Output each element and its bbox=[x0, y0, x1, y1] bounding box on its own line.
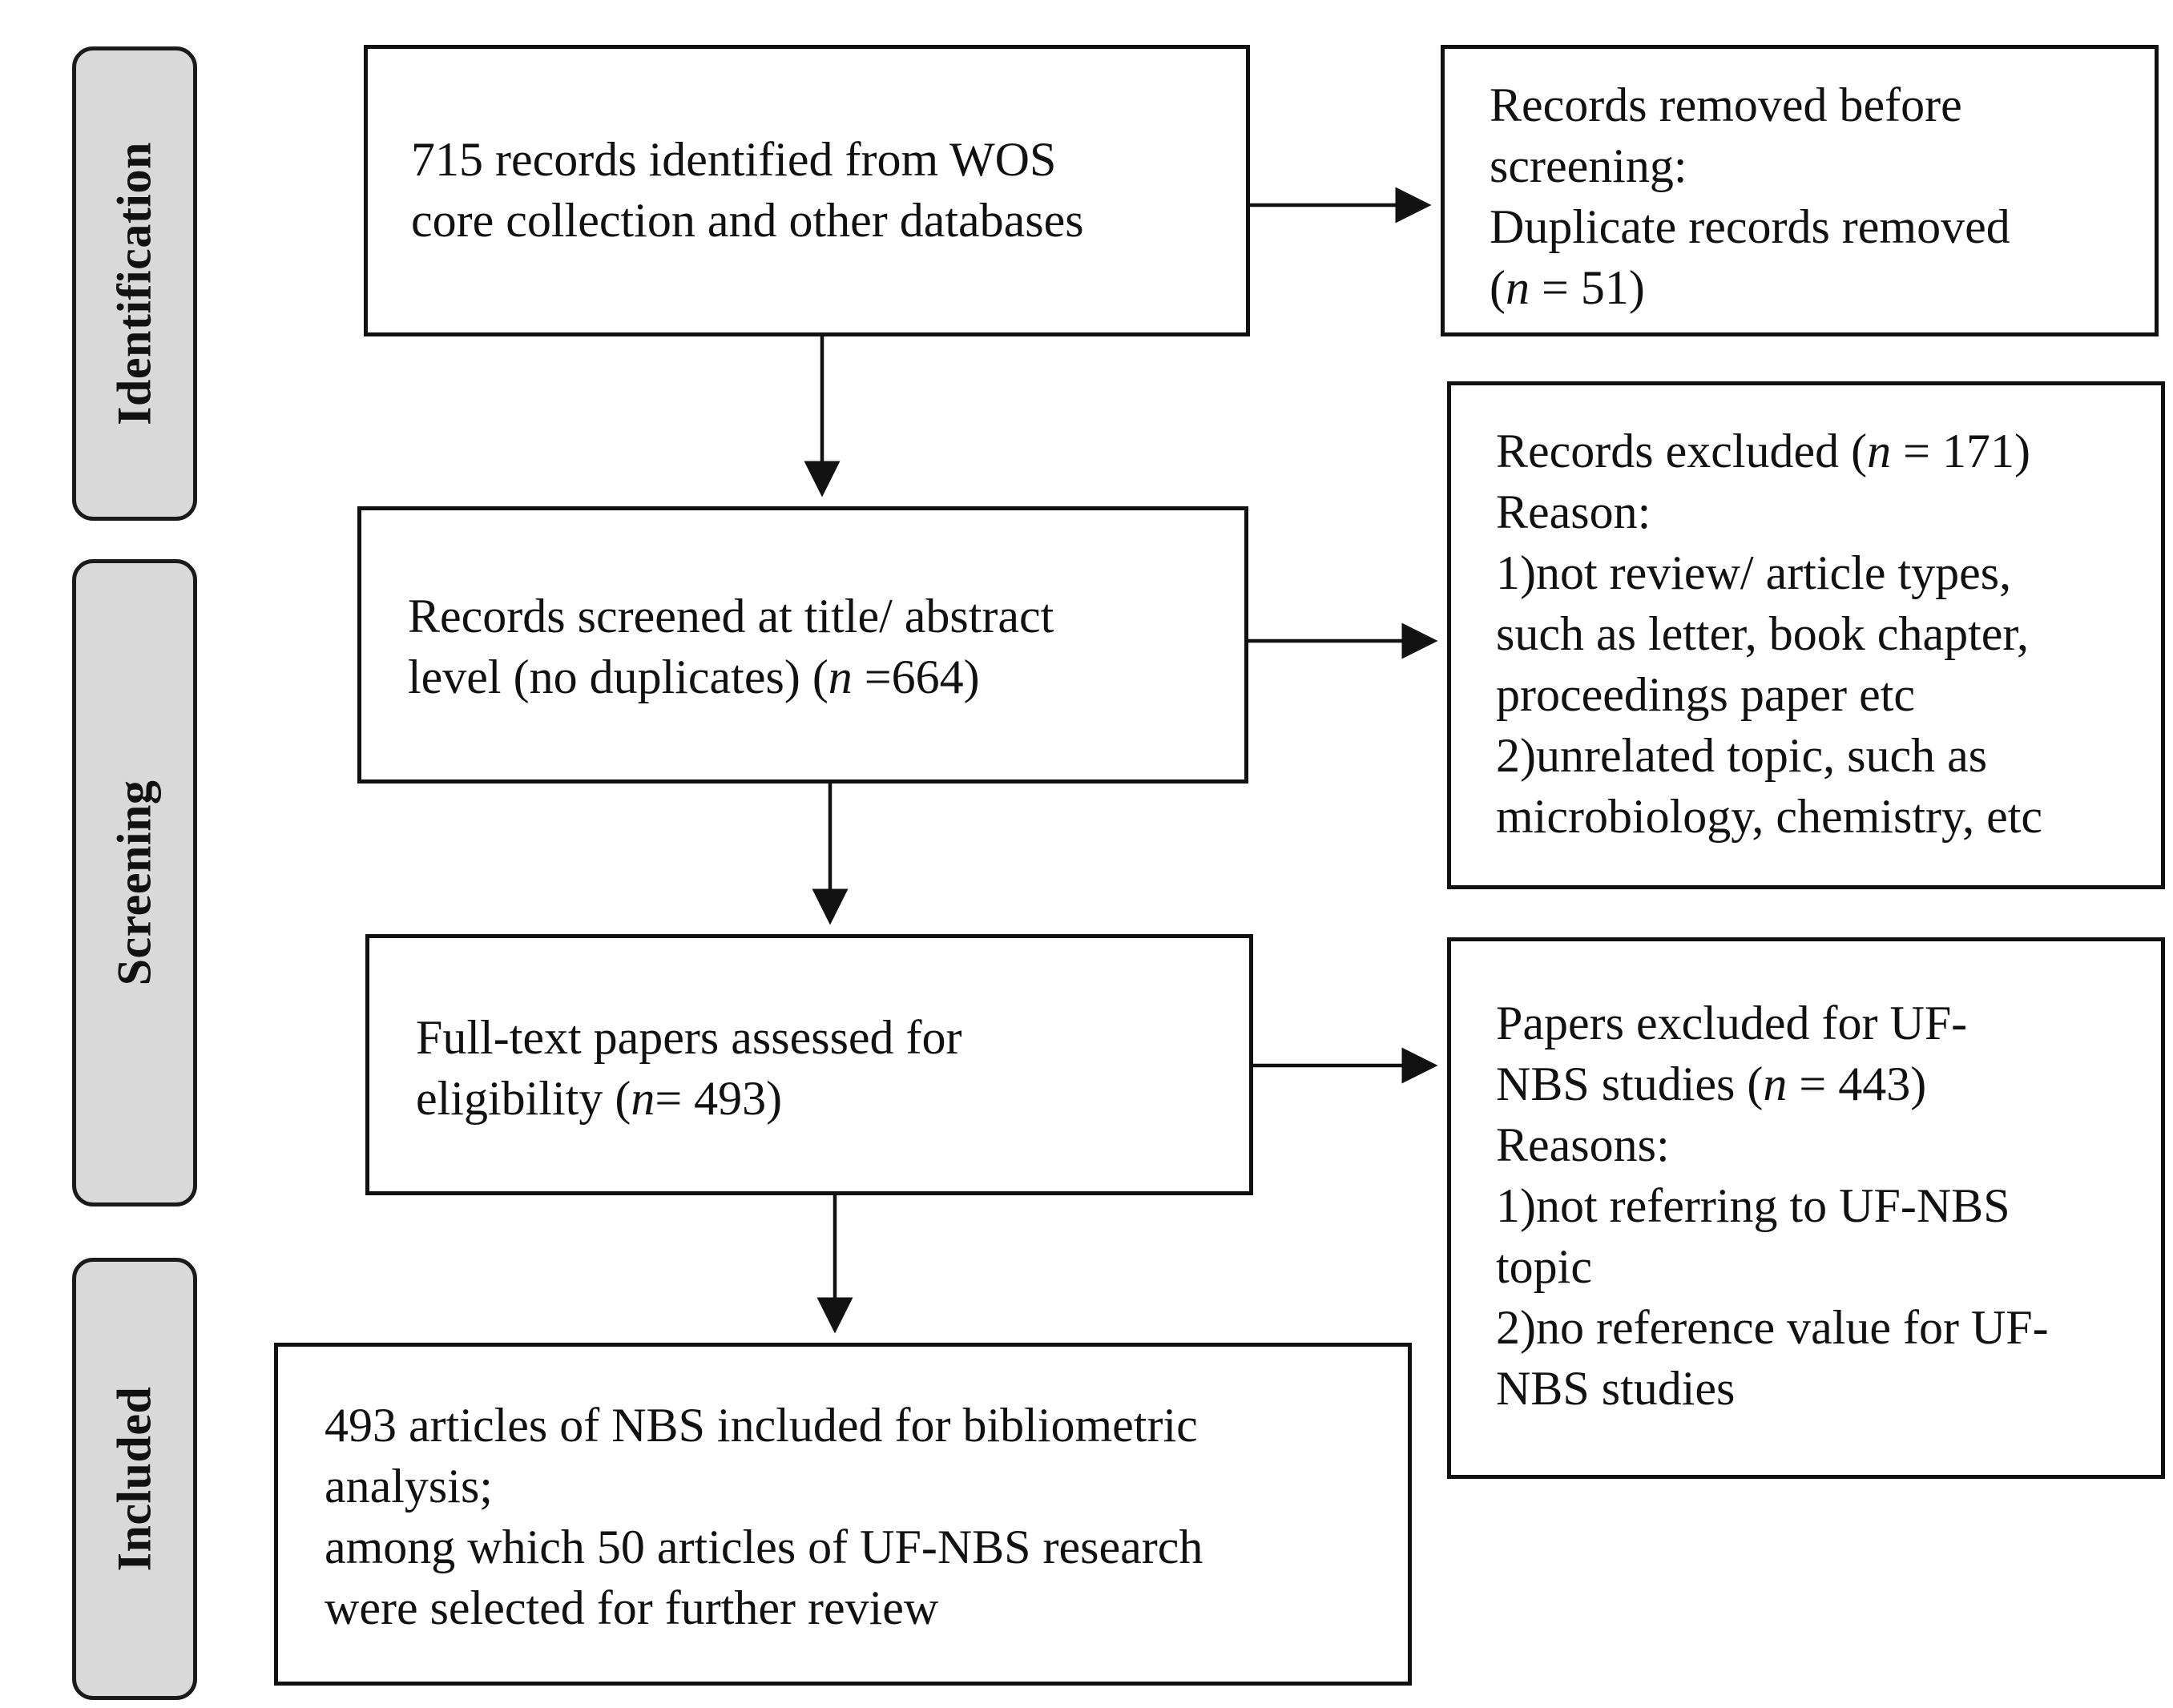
records-excluded-n-symbol: n bbox=[1867, 425, 1892, 477]
records-excluded-line5: proceedings paper etc bbox=[1496, 668, 1916, 721]
records-removed-line4: (n = 51) bbox=[1490, 257, 2010, 318]
articles-included-line2: analysis; bbox=[325, 1460, 493, 1513]
papers-excluded-line4: 1)not referring to UF-NBS bbox=[1496, 1179, 2010, 1232]
papers-excluded-line1: Papers excluded for UF- bbox=[1496, 997, 1968, 1049]
papers-excluded-line5: topic bbox=[1496, 1240, 1592, 1293]
records-removed-box: Records removed before screening: Duplic… bbox=[1441, 45, 2159, 336]
fulltext-assessed-text-a: eligibility ( bbox=[416, 1072, 631, 1125]
fulltext-assessed-count: = 493) bbox=[655, 1072, 783, 1125]
papers-excluded-text-a: NBS studies ( bbox=[1496, 1057, 1764, 1110]
records-identified-line2: core collection and other databases bbox=[411, 194, 1084, 247]
articles-included-box: 493 articles of NBS included for bibliom… bbox=[274, 1343, 1412, 1686]
records-excluded-count: = 171) bbox=[1891, 425, 2030, 477]
records-excluded-line3: 1)not review/ article types, bbox=[1496, 546, 2012, 599]
fulltext-assessed-line1: Full-text papers assessed for bbox=[416, 1011, 962, 1064]
records-screened-line2: level (no duplicates) (n =664) bbox=[408, 647, 1054, 707]
records-screened-line1: Records screened at title/ abstract bbox=[408, 590, 1054, 643]
records-excluded-line2: Reason: bbox=[1496, 485, 1651, 538]
papers-excluded-line6: 2)no reference value for UF- bbox=[1496, 1301, 2049, 1354]
phase-screening: Screening bbox=[72, 559, 197, 1206]
records-screened-n-symbol: n bbox=[828, 651, 853, 703]
records-identified-box: 715 records identified from WOS core col… bbox=[364, 45, 1250, 336]
articles-included-line3: among which 50 articles of UF-NBS resear… bbox=[325, 1521, 1203, 1573]
records-excluded-line1: Records excluded (n = 171) bbox=[1496, 421, 2042, 481]
records-screened-box: Records screened at title/ abstract leve… bbox=[357, 506, 1248, 784]
records-excluded-text-a: Records excluded ( bbox=[1496, 425, 1868, 477]
papers-excluded-line3: Reasons: bbox=[1496, 1118, 1670, 1171]
papers-excluded-count: = 443) bbox=[1787, 1057, 1927, 1110]
papers-excluded-box: Papers excluded for UF- NBS studies (n =… bbox=[1447, 937, 2165, 1479]
records-screened-text-a: level (no duplicates) ( bbox=[408, 651, 828, 703]
records-removed-line1: Records removed before bbox=[1490, 79, 1962, 131]
records-removed-line3: Duplicate records removed bbox=[1490, 200, 2010, 253]
records-removed-paren: ( bbox=[1490, 261, 1506, 314]
articles-included-line4: were selected for further review bbox=[325, 1581, 939, 1634]
records-removed-count: = 51) bbox=[1529, 261, 1645, 314]
articles-included-line1: 493 articles of NBS included for bibliom… bbox=[325, 1399, 1198, 1452]
fulltext-assessed-n-symbol: n bbox=[631, 1072, 655, 1125]
records-excluded-line7: microbiology, chemistry, etc bbox=[1496, 790, 2043, 843]
fulltext-assessed-box: Full-text papers assessed for eligibilit… bbox=[365, 934, 1253, 1195]
papers-excluded-line2: NBS studies (n = 443) bbox=[1496, 1053, 2049, 1114]
phase-included: Included bbox=[72, 1258, 197, 1700]
papers-excluded-line7: NBS studies bbox=[1496, 1362, 1736, 1415]
records-identified-line1: 715 records identified from WOS bbox=[411, 133, 1057, 186]
records-removed-line2: screening: bbox=[1490, 139, 1687, 192]
fulltext-assessed-line2: eligibility (n= 493) bbox=[416, 1068, 962, 1129]
records-screened-count: =664) bbox=[852, 651, 980, 703]
phase-identification: Identification bbox=[72, 46, 197, 521]
records-excluded-box: Records excluded (n = 171) Reason: 1)not… bbox=[1447, 381, 2165, 889]
records-excluded-line6: 2)unrelated topic, such as bbox=[1496, 729, 1988, 782]
records-excluded-line4: such as letter, book chapter, bbox=[1496, 607, 2029, 660]
papers-excluded-n-symbol: n bbox=[1763, 1057, 1788, 1110]
records-removed-n-symbol: n bbox=[1505, 261, 1530, 314]
